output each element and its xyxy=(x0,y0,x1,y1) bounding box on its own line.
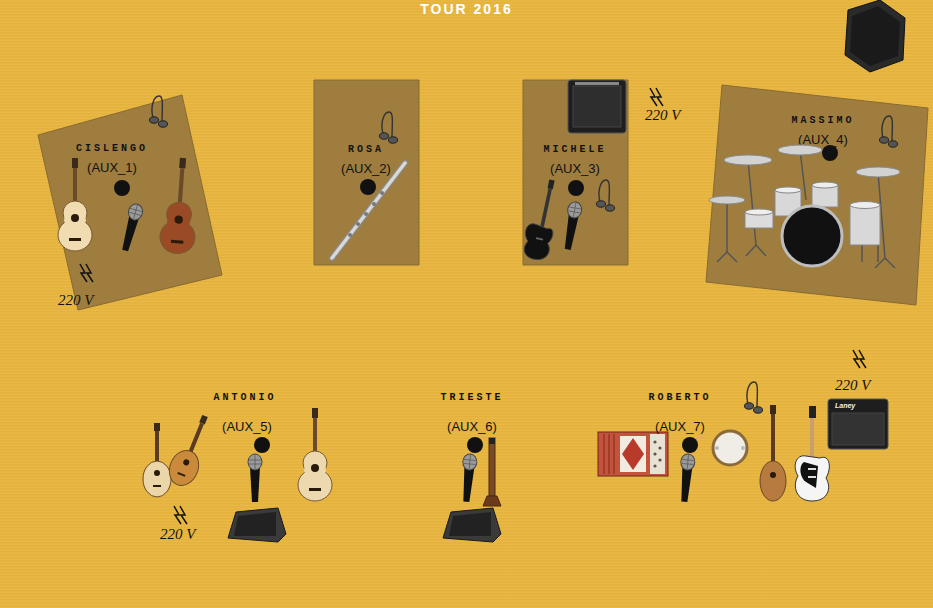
power-label: 220 V xyxy=(58,292,93,309)
wedge-monitor xyxy=(228,508,501,542)
power-symbol xyxy=(650,88,663,106)
musician-area: CISLENGO (AUX_1) xyxy=(30,85,230,315)
accordion xyxy=(658,446,661,449)
microphone xyxy=(248,454,262,502)
tambourine xyxy=(741,446,745,450)
power-symbol xyxy=(174,506,187,524)
clarinet xyxy=(483,496,501,506)
area-outline xyxy=(700,80,933,310)
guitar-amplifier xyxy=(828,399,888,449)
plot-title: TOUR 2016 xyxy=(0,1,933,17)
bouzouki xyxy=(760,405,786,501)
musician-area: MASSIMO (AUX_4) xyxy=(700,80,933,310)
electric-guitar xyxy=(795,406,829,501)
musician-name: ROBERTO xyxy=(648,392,711,403)
aux-channel: (AUX_5) xyxy=(222,419,272,434)
bouzouki xyxy=(760,405,786,501)
power-label: 220 V xyxy=(160,526,195,543)
pa-monitor xyxy=(850,6,900,66)
aux-channel: (AUX_1) xyxy=(47,160,177,175)
aux-channel: (AUX_6) xyxy=(447,419,497,434)
accordion xyxy=(620,436,646,472)
in-ear-monitor xyxy=(745,382,763,413)
aux-channel: (AUX_7) xyxy=(655,419,705,434)
musician-label: CISLENGO (AUX_1) xyxy=(47,143,177,175)
wedge-monitor xyxy=(443,508,501,542)
clarinet xyxy=(489,438,495,496)
power-label: 220 V xyxy=(835,377,870,394)
guitar-amplifier xyxy=(828,399,888,449)
accordion xyxy=(604,434,614,474)
mandolin xyxy=(143,411,218,497)
aux-channel: (AUX_2) xyxy=(301,161,431,176)
pa-monitor xyxy=(845,0,905,72)
musician-label: MASSIMO (AUX_4) xyxy=(758,115,888,147)
clarinet xyxy=(489,438,495,444)
aux-channel: (AUX_3) xyxy=(510,161,640,176)
accordion xyxy=(598,432,668,476)
power-label: 220 V xyxy=(645,107,680,124)
musician-name: ANTONIO xyxy=(213,392,276,403)
musician-name: TRIESTE xyxy=(440,392,503,403)
accordion xyxy=(658,458,661,461)
guitar-amplifier xyxy=(832,413,884,445)
tambourine xyxy=(713,431,747,465)
accordion xyxy=(653,464,656,467)
electric-guitar xyxy=(795,406,829,501)
musician-name: MICHELE xyxy=(510,144,640,155)
area-fill xyxy=(706,85,928,305)
tambourine xyxy=(713,431,747,465)
musician-label: MICHELE (AUX_3) xyxy=(510,144,640,176)
musician-name: CISLENGO xyxy=(47,143,177,154)
aux-channel: (AUX_4) xyxy=(758,132,888,147)
musician-label: ROSA (AUX_2) xyxy=(301,144,431,176)
musician-name: ROSA xyxy=(301,144,431,155)
accordion xyxy=(622,438,644,470)
power-symbol xyxy=(853,350,866,368)
clarinet xyxy=(483,438,501,506)
musician-name: MASSIMO xyxy=(758,115,888,126)
pa-monitor xyxy=(845,0,905,72)
musician-area: ROSA(AUX_2) xyxy=(314,80,419,265)
area-fill xyxy=(38,95,222,310)
aux-dot xyxy=(467,437,483,453)
acoustic-guitar xyxy=(298,408,332,501)
wedge-monitor xyxy=(228,508,286,542)
microphone xyxy=(459,453,477,502)
tambourine xyxy=(715,446,719,450)
accordion xyxy=(653,440,656,443)
aux-dot xyxy=(254,437,270,453)
accordion xyxy=(650,434,665,474)
aux-dot xyxy=(682,437,698,453)
accordion xyxy=(598,432,668,476)
accordion xyxy=(653,452,656,455)
area-outline xyxy=(30,85,230,315)
mandolin xyxy=(164,411,218,490)
musician-area: MICHELE(AUX_3) xyxy=(523,80,628,265)
microphone xyxy=(677,453,695,502)
mandolin xyxy=(143,423,171,497)
amp-brand: Laney xyxy=(835,402,855,409)
